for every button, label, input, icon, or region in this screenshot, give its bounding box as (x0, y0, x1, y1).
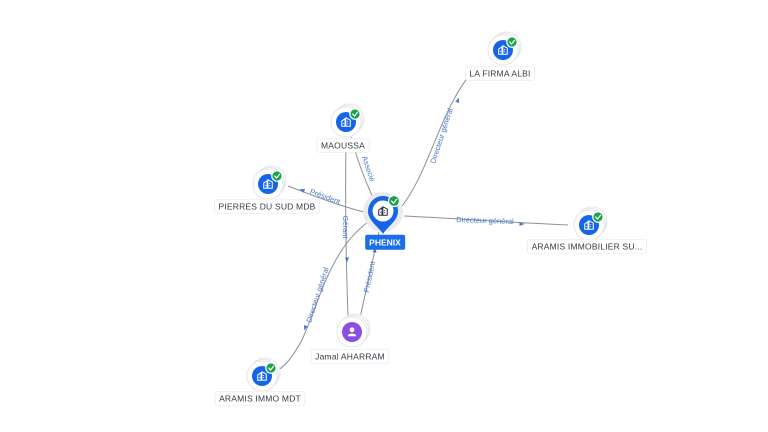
edge-label: Directeur général (304, 266, 330, 324)
edge-labels-layer: Directeur généralAssociéPrésidentDirecte… (299, 97, 525, 331)
graph-node-la-firma-albi[interactable]: LA FIRMA ALBI (465, 31, 535, 81)
node-label: ARAMIS IMMOBILIER SU... (532, 241, 643, 251)
building-icon (378, 206, 388, 216)
graph-node-aramis-immo-mdt[interactable]: ARAMIS IMMO MDT (214, 357, 306, 406)
edge-e-phenix-firma (401, 71, 473, 207)
edge-label: Gérant (341, 216, 350, 240)
building-icon (341, 117, 351, 127)
edge-arrow-icon (345, 257, 349, 263)
graph-node-center-phenix[interactable]: PHENIX (363, 192, 406, 250)
graph-node-jamal-aharram[interactable]: Jamal AHARRAM (310, 313, 390, 364)
building-icon (584, 220, 594, 230)
check-badge-icon (592, 211, 604, 223)
building-icon (257, 371, 267, 381)
node-label: MAOUSSA (321, 140, 365, 150)
edge-e-phenix-aramis-su (403, 215, 569, 226)
node-label-box (465, 65, 535, 81)
edge-e-phenix-pierres (287, 185, 365, 213)
graph-node-pierres-du-sud-mdb[interactable]: PIERRES DU SUD MDB (214, 165, 320, 214)
node-label: PIERRES DU SUD MDB (218, 201, 315, 211)
center-node-label: PHENIX (369, 237, 401, 247)
check-badge-icon (506, 36, 518, 48)
node-label-box (214, 198, 320, 214)
node-label-box (214, 390, 306, 406)
edge-e-maoussa-jamal (345, 137, 349, 319)
node-label-box (527, 238, 647, 254)
user-icon (347, 327, 357, 337)
building-icon (263, 179, 273, 189)
check-badge-icon (271, 170, 283, 182)
node-label: ARAMIS IMMO MDT (219, 393, 301, 403)
edge-label: Directeur général (428, 107, 454, 165)
node-label: Jamal AHARRAM (315, 351, 385, 361)
node-label-box (316, 137, 370, 153)
nodes-layer: LA FIRMA ALBI MAOUSSA PIERRES DU SUD MDB AR… (214, 31, 647, 406)
edge-arrow-icon (303, 324, 308, 331)
node-label: LA FIRMA ALBI (469, 68, 530, 78)
check-badge-icon (349, 108, 361, 120)
graph-node-maoussa[interactable]: MAOUSSA (316, 103, 370, 153)
edges-layer (277, 71, 569, 371)
edge-label: Directeur général (456, 215, 514, 226)
graph-node-aramis-immobilier[interactable]: ARAMIS IMMOBILIER SU... (527, 206, 647, 254)
edge-arrow-icon (455, 97, 460, 104)
edge-e-phenix-aramis-mdt (277, 221, 369, 371)
center-label-box (365, 234, 406, 250)
check-badge-icon (387, 194, 401, 208)
node-label-box (310, 348, 390, 364)
edge-arrow-icon (519, 222, 525, 226)
edge-label: Associé (360, 155, 377, 183)
edge-arrow-icon (299, 188, 306, 193)
edge-label: Président (362, 260, 378, 294)
building-icon (498, 45, 508, 55)
check-badge-icon (265, 362, 277, 374)
